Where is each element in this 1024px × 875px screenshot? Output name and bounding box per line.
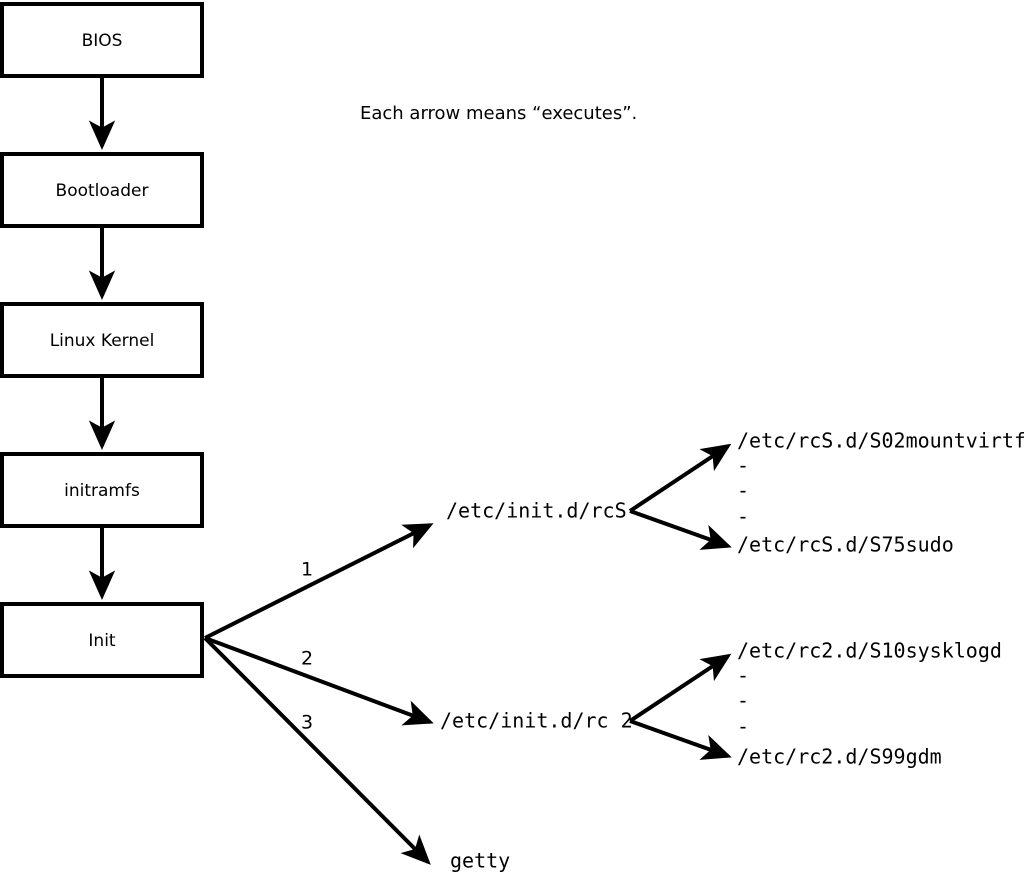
rcS-ellipsis-dash-2: -: [737, 479, 749, 503]
rcS-label: /etc/init.d/rcS: [446, 499, 627, 523]
arrow-rcS-to-last-script: [629, 509, 732, 550]
initramfs-label: initramfs: [64, 481, 140, 501]
rc2-label: /etc/init.d/rc 2: [440, 709, 633, 733]
arrow-init-to-rc2: [204, 636, 434, 726]
diagram-caption: Each arrow means “executes”.: [360, 103, 637, 124]
init-box: [0, 602, 204, 678]
rcS-first-script-label: /etc/rcS.d/S02mountvirtfs: [737, 429, 1024, 453]
bootloader-label: Bootloader: [56, 181, 149, 201]
boot-stage-bios: BIOS: [0, 2, 204, 78]
branch-number-3: 3: [301, 712, 313, 734]
initramfs-box: [0, 452, 204, 528]
rc2-ellipsis-dash-1: -: [737, 664, 749, 688]
getty-label: getty: [450, 849, 510, 873]
rcS-ellipsis-dash-3: -: [737, 505, 749, 529]
arrow-init-to-rcS: [204, 523, 434, 640]
boot-stage-init: Init: [0, 602, 204, 678]
boot-stage-initramfs: initramfs: [0, 452, 204, 528]
init-label: Init: [88, 631, 116, 651]
branch-number-2: 2: [301, 648, 313, 670]
rc2-first-script-label: /etc/rc2.d/S10sysklogd: [737, 639, 1002, 663]
branch-number-1: 1: [301, 559, 313, 581]
arrow-rc2-to-last-script: [629, 719, 732, 760]
linux-kernel-label: Linux Kernel: [50, 331, 155, 351]
arrow-init-to-getty: [203, 636, 431, 865]
rcS-ellipsis-dash-1: -: [737, 454, 749, 478]
boot-stage-bootloader: Bootloader: [0, 152, 204, 228]
bios-box: [0, 2, 204, 78]
rc2-ellipsis-dash-2: -: [737, 689, 749, 713]
arrow-rcS-to-first-script: [628, 443, 732, 513]
boot-stage-linux-kernel: Linux Kernel: [0, 302, 204, 378]
bios-label: BIOS: [82, 31, 123, 51]
rc2-last-script-label: /etc/rc2.d/S99gdm: [737, 745, 942, 769]
arrow-rc2-to-first-script: [628, 653, 732, 723]
rc2-ellipsis-dash-3: -: [737, 715, 749, 739]
rcS-last-script-label: /etc/rcS.d/S75sudo: [737, 533, 954, 557]
